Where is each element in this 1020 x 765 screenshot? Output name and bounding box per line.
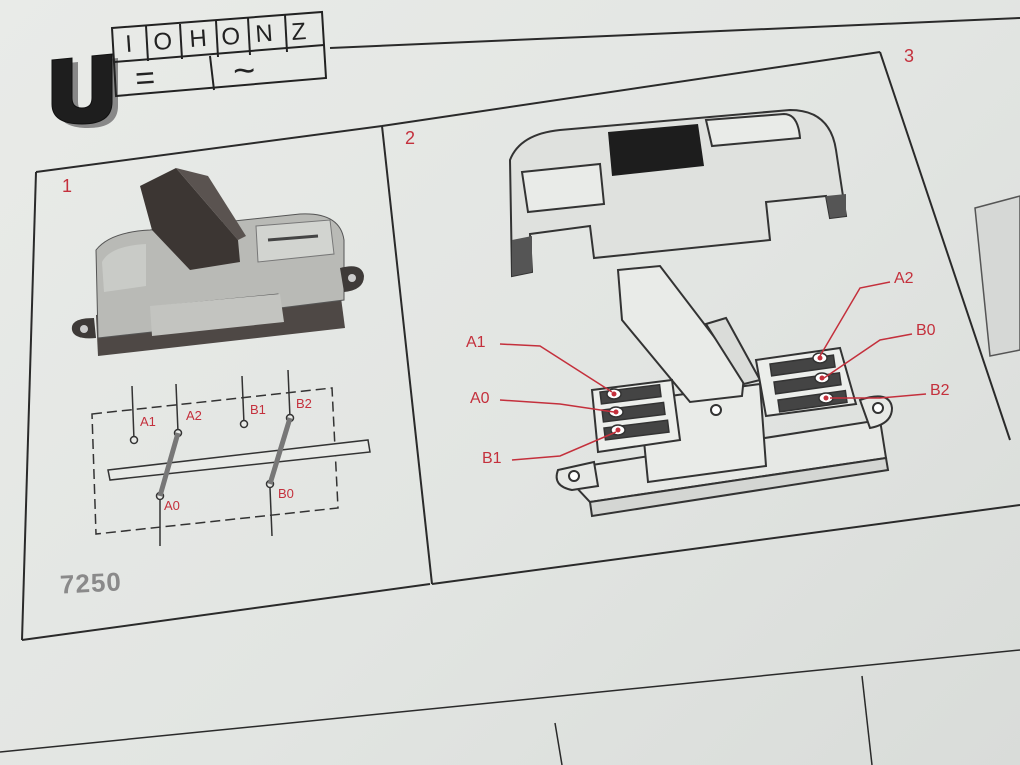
terminal-label-b2: B2: [930, 382, 950, 399]
terminal-label-a0: A0: [470, 390, 490, 407]
logo-cell-o: O: [153, 28, 174, 56]
panel-number-1: 1: [62, 176, 73, 196]
schematic-label-b0: B0: [278, 486, 294, 501]
logo-cell-h: H: [189, 25, 208, 53]
schematic-label-a1: A1: [140, 414, 156, 429]
logo-cell-ac: ~: [232, 50, 257, 93]
logo-cell-z: Z: [291, 18, 308, 46]
schematic-label-b1: B1: [250, 402, 266, 417]
panel-number-3: 3: [904, 46, 915, 66]
schematic-label-b2: B2: [296, 396, 312, 411]
brand-logo: I O H O N Z = ~: [51, 10, 328, 128]
model-number: 7250: [59, 566, 123, 600]
terminal-leader-lines: [499, 281, 927, 461]
logo-cell-o2: O: [221, 23, 242, 51]
terminals-left: [599, 383, 670, 441]
schematic-label-a0: A0: [164, 498, 180, 513]
switch-schematic: [91, 369, 371, 546]
switch-cover: [508, 108, 848, 278]
terminal-label-b1: B1: [482, 450, 502, 467]
logo-cell-i: I: [125, 31, 134, 58]
panel3-partial-part: [974, 195, 1020, 357]
panel-frames: [0, 17, 1020, 765]
logo-cell-n: N: [255, 20, 274, 48]
terminal-label-a1: A1: [466, 334, 486, 351]
logo-cell-dc: =: [134, 59, 156, 98]
terminal-label-a2: A2: [894, 270, 914, 287]
terminal-label-b0: B0: [916, 322, 936, 339]
panel-number-2: 2: [405, 128, 416, 148]
switch-illustration: [71, 168, 364, 356]
schematic-label-a2: A2: [186, 408, 202, 423]
